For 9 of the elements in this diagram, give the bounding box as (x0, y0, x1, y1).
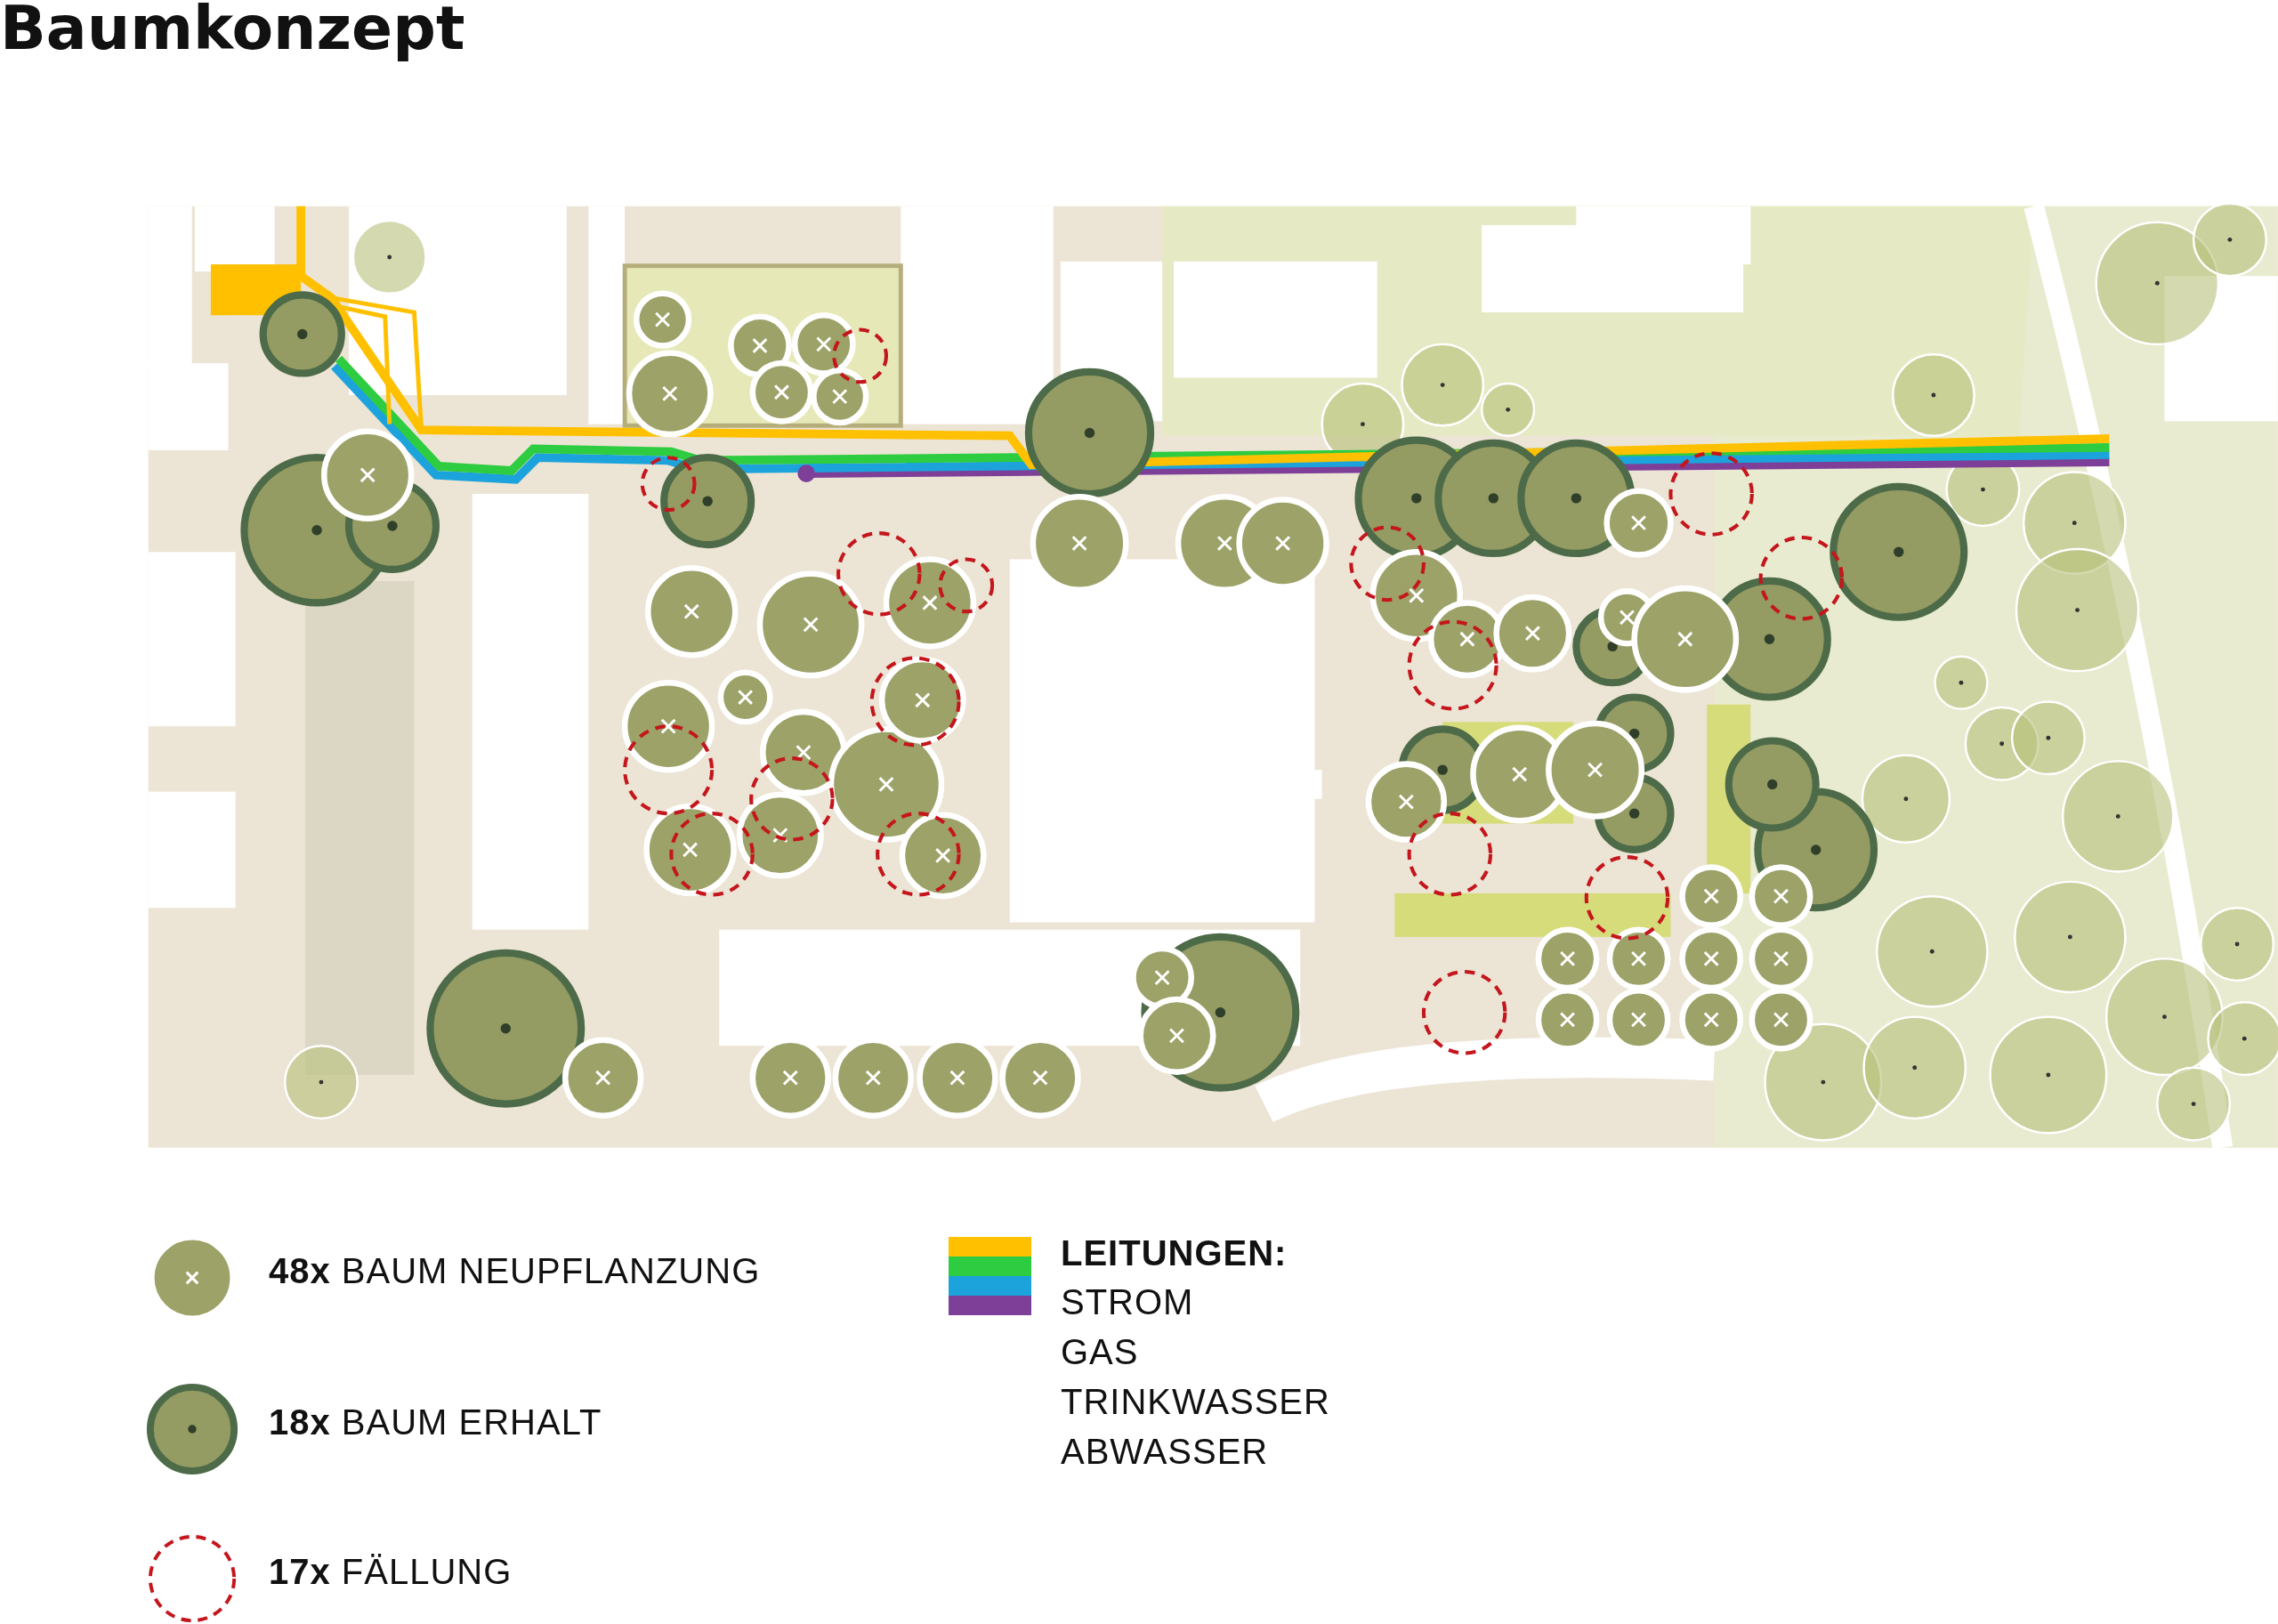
legend-label: GAS (1061, 1332, 1139, 1372)
legend-label: 17x FÄLLUNG (269, 1552, 513, 1592)
legend-label: STROM (1061, 1282, 1194, 1322)
legend-label: 48x BAUM NEUPFLANZUNG (269, 1251, 761, 1291)
legend-label: 18x BAUM ERHALT (269, 1402, 602, 1442)
legend-label: TRINKWASSER (1061, 1382, 1330, 1422)
page-title: Baumkonzept (0, 0, 465, 63)
legend-label: ABWASSER (1061, 1432, 1269, 1472)
legend-heading: LEITUNGEN: (1061, 1233, 1288, 1273)
